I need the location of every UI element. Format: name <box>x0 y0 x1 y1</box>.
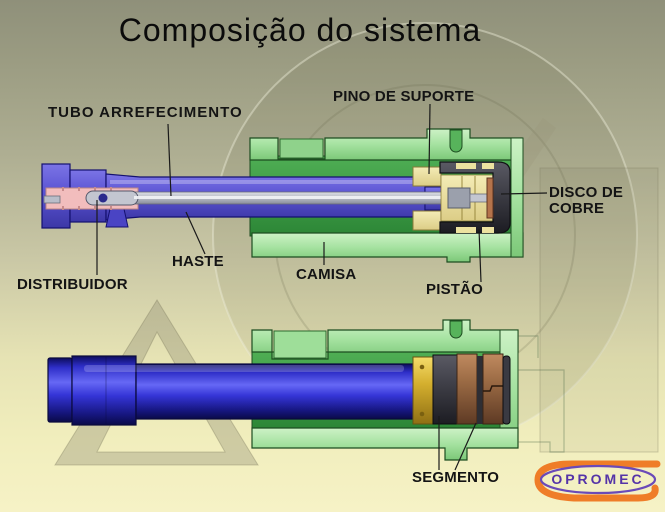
slide-title: Composição do sistema <box>118 12 482 48</box>
label-disco-de-cobre: DISCO DE COBRE <box>549 184 624 217</box>
segmento-ring-2 <box>482 353 504 425</box>
label-segmento: SEGMENTO <box>412 469 500 486</box>
logo-text: OPROMEC <box>551 471 644 487</box>
piston-ring-grooves <box>456 163 494 233</box>
lower-assembly-3d <box>47 319 565 461</box>
tubo-arrefecimento-tube <box>85 190 496 206</box>
label-pino-de-suporte: PINO DE SUPORTE <box>333 88 475 105</box>
copromec-logo: OPROMEC <box>534 460 661 502</box>
rod-cylinder <box>47 355 419 426</box>
segmento-ring-1 <box>456 353 478 425</box>
pino-de-suporte <box>412 166 442 231</box>
disco-de-cobre-disc <box>486 177 494 219</box>
label-tubo-arrefecimento: TUBO ARREFECIMENTO <box>48 104 243 121</box>
piston-with-segments <box>412 353 511 425</box>
label-camisa: CAMISA <box>296 266 357 283</box>
label-pistao: PISTÃO <box>426 281 484 298</box>
housing-ghost-outline <box>518 335 565 453</box>
label-haste: HASTE <box>172 253 224 270</box>
leader-lines <box>96 103 548 471</box>
upper-assembly-cross-section <box>41 128 524 263</box>
pistao-head <box>439 161 511 234</box>
label-distribuidor: DISTRIBUIDOR <box>17 276 128 293</box>
logo-c-swoosh <box>534 460 661 502</box>
